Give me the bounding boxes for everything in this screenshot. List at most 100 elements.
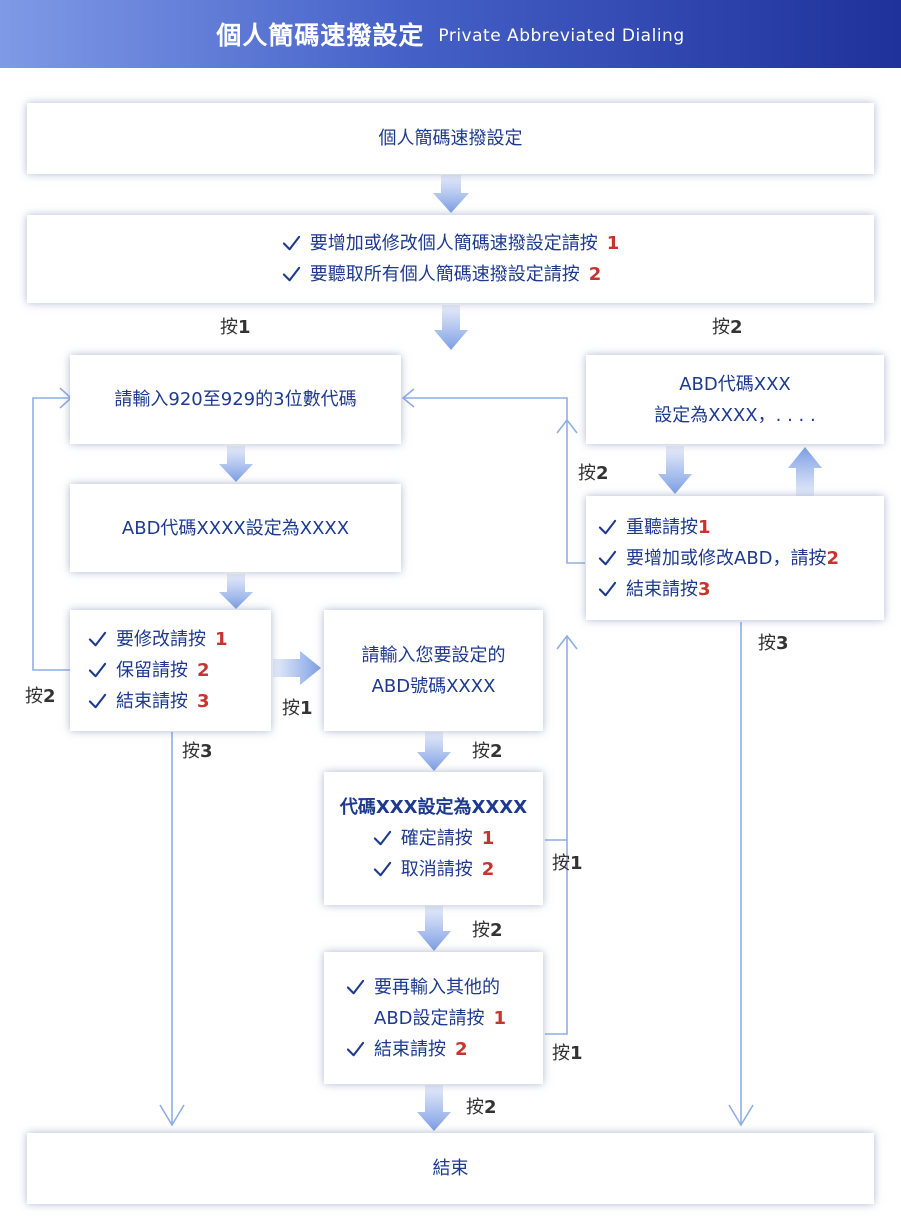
- check-icon: [598, 581, 617, 596]
- enter-code-text: 請輸入920至929的3位數代碼: [114, 389, 357, 410]
- thick-arrow-confirm-again: [417, 906, 451, 951]
- listing-line-2: 設定為XXXX，. . . .: [654, 404, 816, 426]
- modify-menu-box: 要修改請按 1 保留請按 2 結束請按 3: [70, 610, 271, 731]
- edge-label-press3-left: 按3: [182, 741, 213, 762]
- option-text: 取消請按: [400, 859, 473, 880]
- option-key: 3: [698, 578, 711, 600]
- again-option-1: 要再輸入其他的: [346, 972, 500, 1003]
- option-key: 2: [455, 1038, 468, 1060]
- edge-label-press2-confirm: 按2: [472, 920, 503, 941]
- thick-arrow-listing-menu: [658, 446, 692, 494]
- again-option-2: 結束請按 2: [346, 1034, 468, 1065]
- listing-box: ABD代碼XXX 設定為XXXX，. . . .: [586, 355, 884, 444]
- thick-arrow-menu-listing: [788, 447, 822, 496]
- option-text: 確定請按: [400, 828, 473, 849]
- option-text: 結束請按: [626, 578, 698, 600]
- again-line-1: 要再輸入其他的: [374, 976, 500, 998]
- check-icon: [373, 861, 391, 877]
- confirm-option-1: 確定請按 1: [373, 823, 495, 854]
- arrowhead-up-confirm-line: [556, 634, 578, 650]
- thick-arrow-code-set: [219, 446, 253, 482]
- edge-label-press2-right: 按2: [712, 317, 743, 338]
- modify-option-2: 保留請按 2: [88, 655, 210, 686]
- thick-arrow-start-menu: [433, 175, 469, 213]
- option-key: 2: [481, 859, 495, 880]
- code-set-text: ABD代碼XXXX設定為XXXX: [121, 517, 350, 539]
- option-text: 要增加或修改個人簡碼速撥設定請按: [309, 233, 598, 254]
- enter-number-line-1: 請輸入您要設定的: [361, 644, 506, 666]
- check-icon: [88, 631, 107, 647]
- start-box: 個人簡碼速撥設定: [27, 103, 874, 174]
- check-icon: [88, 662, 107, 678]
- enter-code-box: 請輸入920至929的3位數代碼: [70, 355, 401, 444]
- option-text: 保留請按: [116, 660, 188, 681]
- check-icon: [373, 830, 391, 846]
- option-key: 1: [481, 828, 495, 849]
- check-icon: [88, 693, 107, 709]
- check-icon: [282, 235, 300, 251]
- header-title-zh: 個人簡碼速撥設定: [216, 21, 425, 50]
- arrowhead-listen-to-code: [401, 388, 415, 408]
- option-text: 要修改請按: [116, 629, 206, 650]
- again-line-3: 結束請按: [374, 1038, 446, 1060]
- check-icon: [598, 519, 617, 534]
- edge-label-press2-listing: 按2: [578, 463, 609, 484]
- option-key: 1: [215, 629, 228, 650]
- arrowhead-listen-end: [728, 1104, 754, 1127]
- end-text: 結束: [432, 1158, 469, 1179]
- end-box: 結束: [27, 1133, 874, 1204]
- enter-number-line-2: ABD號碼XXXX: [371, 675, 496, 697]
- thick-arrow-modify-number: [273, 651, 321, 685]
- edge-label-press2-again: 按2: [466, 1097, 497, 1118]
- option-key: 1: [606, 233, 620, 254]
- option-key: 2: [826, 547, 840, 569]
- edge-label-press1-confirm: 按1: [552, 853, 583, 874]
- option-text: 要增加或修改ABD，請按: [626, 547, 827, 569]
- option-key: 1: [698, 516, 711, 538]
- edge-label-press2-number: 按2: [472, 741, 503, 762]
- code-set-box: ABD代碼XXXX設定為XXXX: [70, 484, 401, 572]
- edge-label-press2-loop: 按2: [25, 686, 56, 707]
- connector-listen-to-code: [403, 397, 585, 564]
- confirm-option-2: 取消請按 2: [373, 854, 495, 885]
- check-icon: [598, 550, 617, 565]
- header-title: 個人簡碼速撥設定 Private Abbreviated Dialing: [0, 0, 901, 68]
- edge-label-press1-left: 按1: [220, 317, 251, 338]
- modify-option-1: 要修改請按 1: [88, 624, 228, 655]
- enter-number-box: 請輸入您要設定的 ABD號碼XXXX: [324, 610, 543, 731]
- confirm-title: 代碼XXX設定為XXXX: [339, 797, 528, 818]
- option-text: 重聽請按: [626, 516, 698, 538]
- thick-arrow-menu-code: [434, 305, 468, 350]
- option-key: 3: [197, 691, 210, 712]
- check-icon: [346, 979, 365, 994]
- option-text: 要聽取所有個人簡碼速撥設定請按: [309, 264, 580, 285]
- page-header: [0, 0, 901, 68]
- edge-label-press1-modify: 按1: [282, 698, 313, 719]
- thick-arrow-number-confirm: [417, 732, 451, 771]
- check-icon: [282, 266, 300, 282]
- confirm-box: 代碼XXX設定為XXXX 確定請按 1 取消請按 2: [324, 772, 543, 905]
- connector-again-confirm-up: [545, 636, 568, 1035]
- thick-arrow-again-end: [417, 1085, 451, 1131]
- listing-line-1: ABD代碼XXX: [679, 373, 791, 395]
- option-key: 2: [197, 660, 210, 681]
- main-menu-option-1: 要增加或修改個人簡碼速撥設定請按 1: [282, 228, 620, 259]
- connector-modify-loop: [32, 397, 70, 671]
- option-key: 1: [493, 1007, 507, 1029]
- option-text: 結束請按: [116, 691, 188, 712]
- edge-label-press1-again: 按1: [552, 1043, 583, 1064]
- thick-arrow-set-modify: [219, 574, 253, 609]
- confirm-options: 確定請按 1 取消請按 2: [373, 823, 495, 885]
- arrowhead-up-code-line: [556, 418, 578, 434]
- arrowhead-modify-end: [159, 1104, 185, 1127]
